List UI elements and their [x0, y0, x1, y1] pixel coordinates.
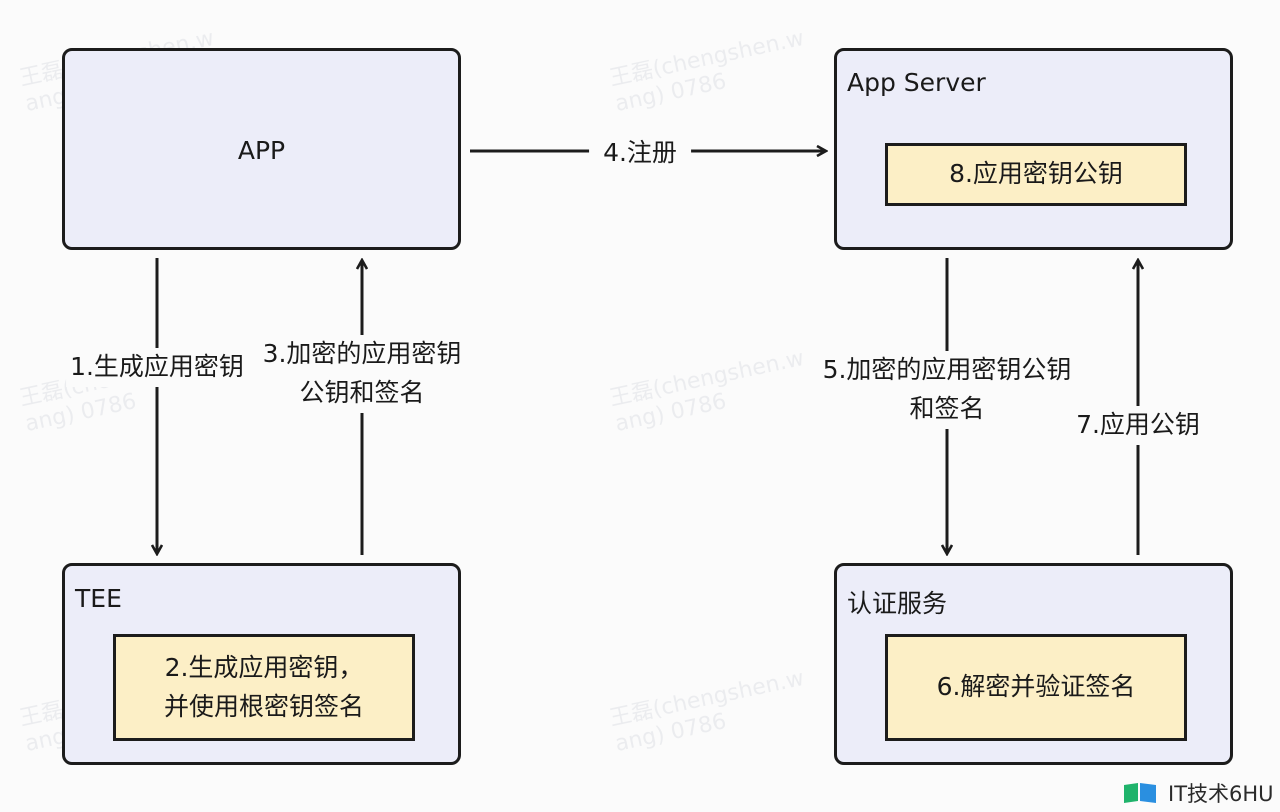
auth-service-title: 认证服务: [847, 589, 948, 618]
auth-verify-label: 6.解密并验证签名: [936, 672, 1136, 702]
auth-service-node: 认证服务 6.解密并验证签名: [834, 563, 1233, 765]
tee-keygen-box: 2.生成应用密钥， 并使用根密钥签名: [113, 634, 415, 741]
app-server-key-label: 8.应用密钥公钥: [949, 159, 1123, 189]
app-node: APP: [62, 48, 461, 250]
site-logo: IT技术6HU: [1122, 778, 1274, 808]
logo-text: IT技术6HU: [1168, 782, 1274, 806]
edge-7-label: 7.应用公钥: [1072, 406, 1204, 445]
app-server-title: App Server: [847, 68, 986, 97]
app-title: APP: [237, 136, 286, 165]
tee-title: TEE: [75, 584, 122, 613]
auth-verify-box: 6.解密并验证签名: [885, 634, 1187, 741]
logo-icon: [1124, 783, 1156, 803]
edge-4-label: 4.注册: [589, 134, 691, 173]
edge-3-label: 3.加密的应用密钥 公钥和签名: [258, 335, 466, 413]
tee-keygen-line1: 2.生成应用密钥，: [164, 652, 364, 682]
edge-1-label: 1.生成应用密钥: [66, 348, 248, 387]
edge-5-label: 5.加密的应用密钥公钥 和签名: [818, 351, 1076, 429]
app-server-node: App Server 8.应用密钥公钥: [834, 48, 1233, 250]
app-server-key-box: 8.应用密钥公钥: [885, 143, 1187, 206]
tee-keygen-line2: 并使用根密钥签名: [163, 691, 364, 721]
tee-node: TEE 2.生成应用密钥， 并使用根密钥签名: [62, 563, 461, 765]
